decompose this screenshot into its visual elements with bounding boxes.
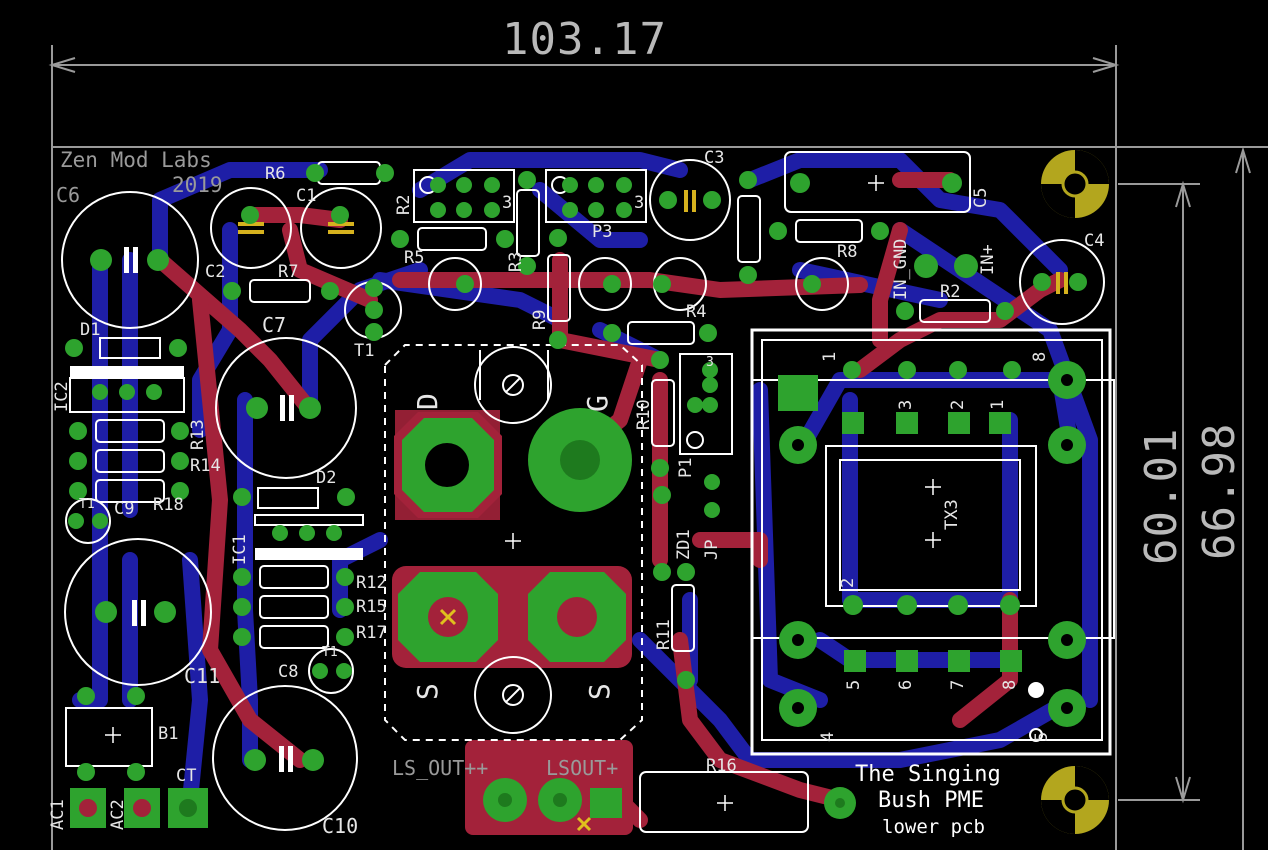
ref-p2-3: 3: [502, 193, 513, 213]
ref-r5: R5: [404, 248, 425, 268]
cap-symbols: [124, 190, 1068, 772]
tx-pin-5: 5: [844, 679, 864, 690]
tx-pin-5b: 5: [1032, 731, 1052, 742]
ref-c8: C8: [278, 662, 299, 682]
ref-jp: JP: [702, 539, 722, 560]
title-line-3: lower pcb: [882, 816, 985, 838]
ref-r8: R8: [837, 242, 858, 262]
resistors: [95, 151, 991, 833]
ref-ic1-t: T1: [322, 645, 338, 660]
tx-pin-6: 6: [896, 679, 916, 690]
ref-ct: CT: [176, 766, 197, 786]
mosfet-source-label-right: S: [583, 683, 616, 700]
ref-ic2-t: T1: [79, 497, 95, 512]
tx-pin-2b: 2: [838, 577, 858, 588]
ref-r9: R9: [530, 309, 550, 330]
ref-r15: R15: [356, 597, 387, 617]
year-label: 2019: [172, 173, 223, 197]
tx-pin-8: 8: [1030, 351, 1050, 362]
ref-r2-top: R2: [394, 194, 414, 215]
tx-pin-4: 4: [818, 731, 838, 742]
dimension-lines: [48, 45, 1268, 850]
ref-r10: R10: [634, 399, 654, 430]
ref-r6: R6: [265, 164, 286, 184]
width-dimension-label: 103.17: [502, 14, 667, 65]
ref-ac2: AC2: [108, 799, 128, 830]
ref-r16: R16: [706, 756, 737, 776]
ref-r2: R2: [940, 282, 961, 302]
tx-pin-1: 1: [820, 351, 840, 362]
ref-r13: R13: [188, 419, 208, 450]
origin-marks: [105, 175, 941, 811]
transformer-pads: [779, 361, 1086, 742]
mosfet-pads: [394, 408, 632, 662]
ref-in-plus: IN+: [978, 244, 998, 275]
ref-zd1: ZD1: [674, 529, 694, 560]
output-connectors: [79, 778, 856, 832]
tx-pin-1b: 1: [988, 399, 1008, 410]
ref-c6: C6: [56, 183, 81, 207]
ref-c9: C9: [114, 499, 135, 519]
mosfet-gate-label: G: [581, 395, 614, 412]
ref-d1: D1: [80, 320, 101, 340]
ref-p1: P1: [676, 457, 696, 478]
outer-height-dimension-label: 66.98: [1194, 422, 1245, 560]
component-pads: [65, 164, 1087, 781]
transformer-outline: [750, 328, 1115, 756]
ref-r3: R3: [506, 251, 526, 272]
ref-in-gnd: IN_GND: [891, 238, 911, 300]
ref-r18: R18: [153, 495, 184, 515]
regulators: [65, 337, 364, 767]
ref-r17: R17: [356, 623, 387, 643]
ref-c11: C11: [184, 664, 221, 688]
ref-r14: R14: [190, 456, 221, 476]
mosfet-outline: [384, 344, 643, 741]
ref-c10: C10: [322, 814, 359, 838]
mosfet-source-label-left: S: [411, 683, 444, 700]
title-line-1: The Singing: [855, 762, 1001, 787]
ref-r12: R12: [356, 573, 387, 593]
mosfet-drain-label: D: [411, 393, 444, 410]
tx-pin-2: 2: [948, 399, 968, 410]
tx-pin-7: 7: [948, 679, 968, 690]
ref-c1: C1: [296, 186, 317, 206]
ref-r4: R4: [686, 302, 707, 322]
square-pads: [70, 375, 1022, 828]
ref-c7: C7: [262, 313, 287, 337]
ref-ic2: IC2: [52, 381, 72, 412]
ref-t1: T1: [354, 341, 375, 361]
ref-r7: R7: [278, 262, 299, 282]
mounting-holes: [1041, 150, 1109, 834]
ref-c3: C3: [704, 148, 725, 168]
ref-ls-out-plus: LS_OUT++: [392, 756, 489, 780]
ref-r11: R11: [654, 619, 674, 650]
ref-d2: D2: [316, 468, 337, 488]
tx-pin-8b: 8: [1000, 679, 1020, 690]
ref-c2: C2: [205, 262, 226, 282]
ref-p3-3: 3: [634, 193, 645, 213]
ref-lsout-plus: LSOUT+: [546, 756, 619, 780]
ref-b1: B1: [158, 724, 179, 744]
mosfet-holes: [474, 346, 552, 734]
ref-c5: C5: [971, 187, 991, 208]
ref-p3: P3: [592, 222, 613, 242]
ref-ac1: AC1: [48, 799, 68, 830]
electrolytic-caps: [61, 159, 1105, 831]
title-line-2: Bush PME: [878, 788, 984, 813]
ref-ic1: IC1: [230, 534, 250, 565]
company-label: Zen Mod Labs: [60, 148, 212, 172]
ref-c4: C4: [1084, 231, 1105, 251]
ref-tx3: TX3: [942, 499, 962, 530]
inner-height-dimension-label: 60.01: [1136, 427, 1187, 565]
tx-pin-3: 3: [896, 399, 916, 410]
p1-pin-3: 3: [706, 355, 714, 370]
